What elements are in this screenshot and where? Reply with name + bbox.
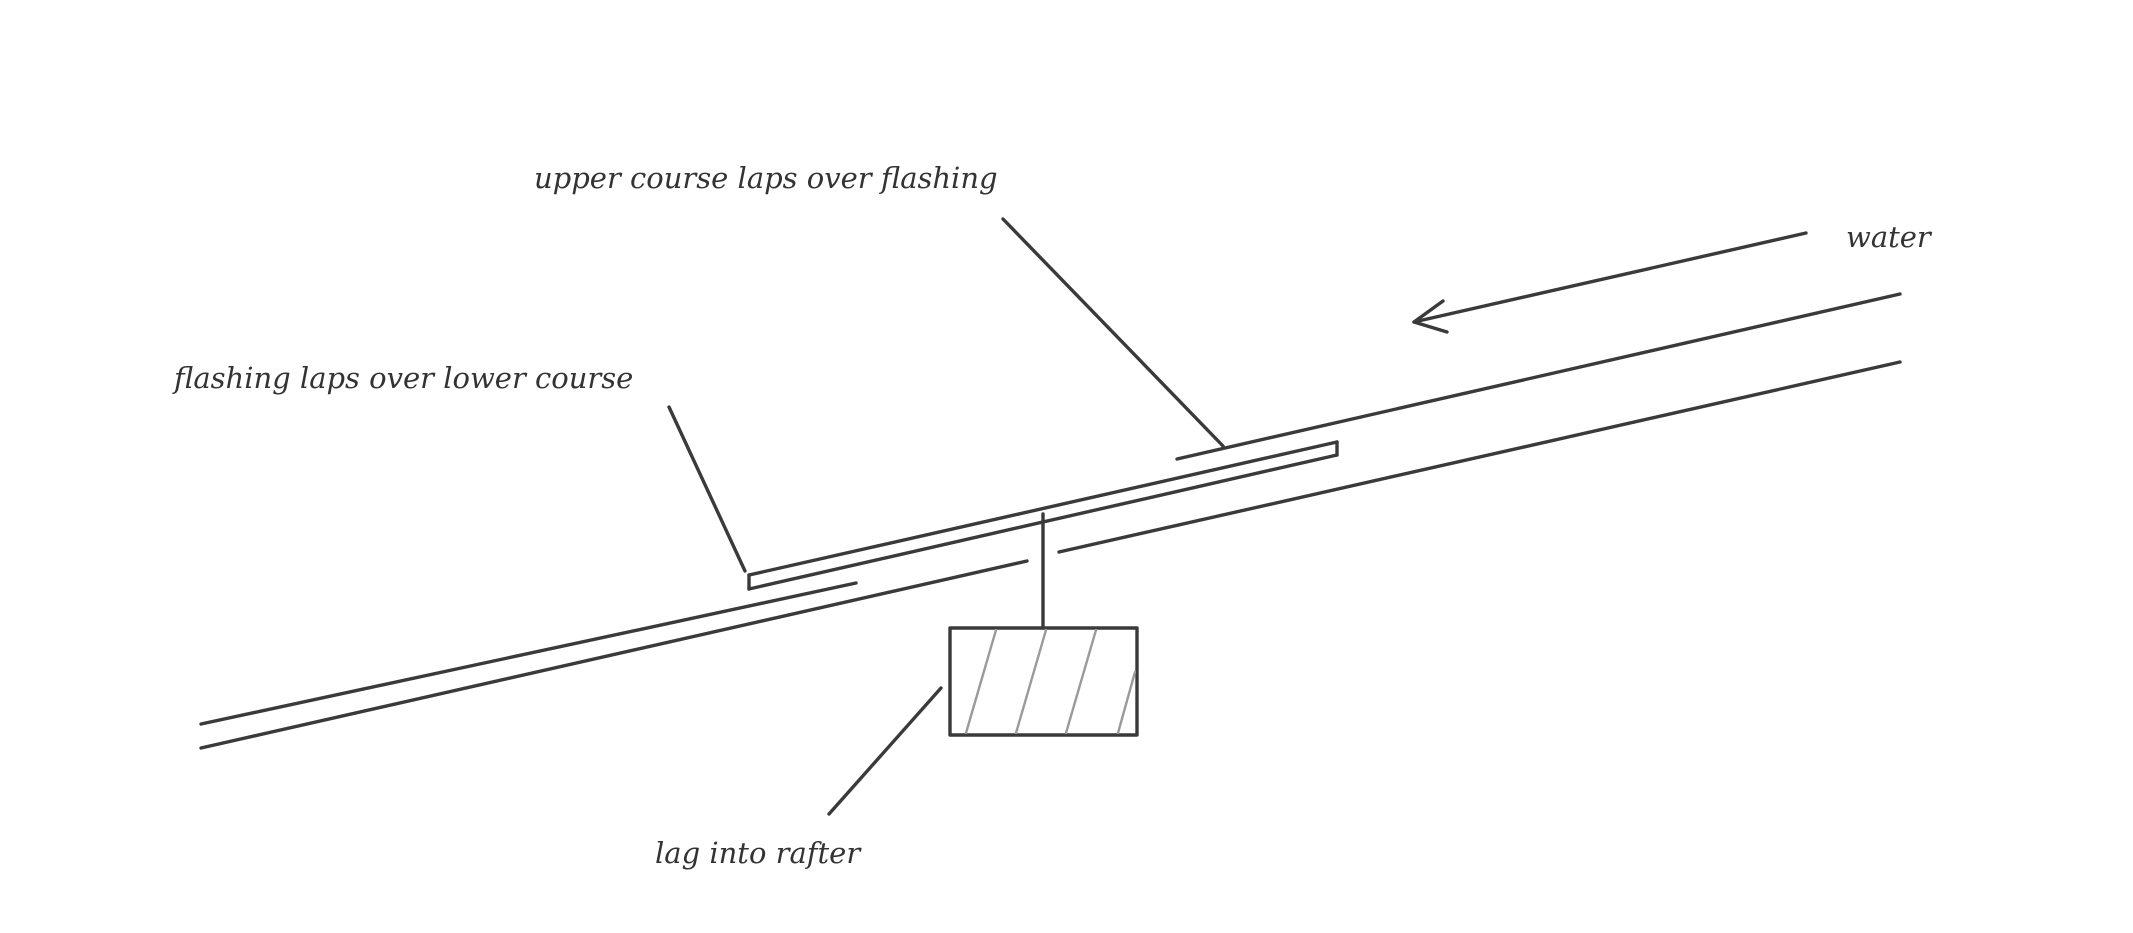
lower-course-bottom-edge <box>199 559 1029 750</box>
water-arrow <box>1412 231 1808 334</box>
lower-course-top-edge <box>199 581 858 726</box>
rafter <box>948 626 1139 737</box>
rafter-hatch-line <box>964 628 998 735</box>
upper-course-bottom-edge <box>1057 360 1902 554</box>
upper-course <box>1057 292 1902 554</box>
rafter-hatch-line <box>1014 628 1048 735</box>
lower-course <box>199 559 1029 750</box>
upper-course-leader <box>1001 217 1225 448</box>
lag-label: lag into rafter <box>655 836 862 870</box>
water-arrow-head <box>1412 299 1449 334</box>
water-label: water <box>1846 220 1933 254</box>
water-arrow-shaft <box>1412 231 1808 324</box>
flashing-label: flashing laps over lower course <box>172 361 633 395</box>
rafter-outline <box>948 626 1139 737</box>
upper-course-top-edge <box>1175 292 1902 461</box>
flashing-leader <box>667 405 747 573</box>
rafter-hatch-line <box>1116 670 1137 735</box>
lag-leader <box>827 686 943 816</box>
flashing-top-edge <box>747 440 1339 577</box>
rafter-hatch-line <box>1064 628 1098 735</box>
upper-course-label: upper course laps over flashing <box>534 161 998 195</box>
